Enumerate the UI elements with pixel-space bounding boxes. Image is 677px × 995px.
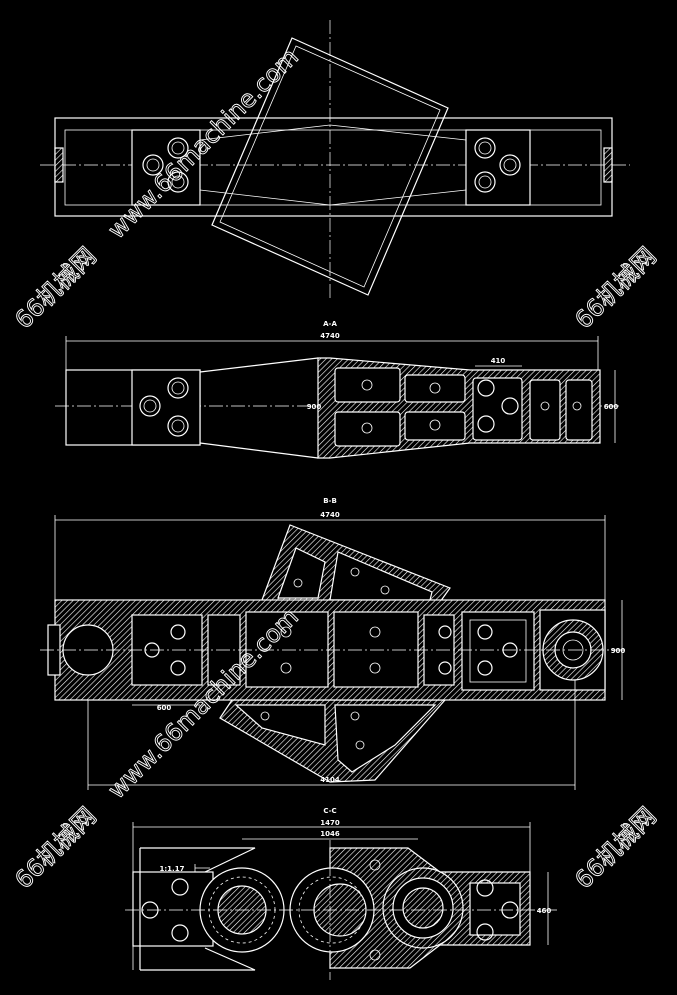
section-a-overall-dim: 4740: [320, 332, 340, 340]
section-b-holes: [144, 567, 518, 750]
top-view: [40, 20, 630, 300]
section-a-view: A-A 4740 410 900 600: [55, 320, 620, 459]
section-a-height-dim: 900: [307, 403, 322, 411]
section-c-view: C-C 1470 1046 1:1.17 460: [125, 807, 560, 980]
section-c-overall-dim: 1470: [320, 819, 340, 827]
section-c-right-dim: 460: [537, 907, 552, 915]
section-a-right-dim: 600: [604, 403, 619, 411]
section-b-right-dim: 900: [611, 647, 626, 655]
watermark-cn-4: 66机械网: [569, 802, 661, 894]
watermark-cn-3: 66机械网: [9, 802, 101, 894]
section-c-inner-dim: 1046: [320, 830, 340, 838]
section-c-label: C-C: [323, 807, 336, 815]
section-b-small-dim: 600: [157, 704, 172, 712]
bolt-holes: [142, 137, 521, 193]
section-a-label: A-A: [323, 320, 337, 328]
section-c-ratio-note: 1:1.17: [160, 865, 185, 873]
watermark-cn-2: 66机械网: [569, 242, 661, 334]
section-b-label: B-B: [323, 497, 337, 505]
section-b-view: B-B 4740: [40, 497, 625, 790]
watermark-cn-1: 66机械网: [9, 242, 101, 334]
section-b-overall-dim: 4740: [320, 511, 340, 519]
section-a-detail-dim: 410: [491, 357, 506, 365]
section-a-pockets: [334, 367, 593, 447]
section-b-bottom-dim: 4104: [320, 776, 340, 784]
